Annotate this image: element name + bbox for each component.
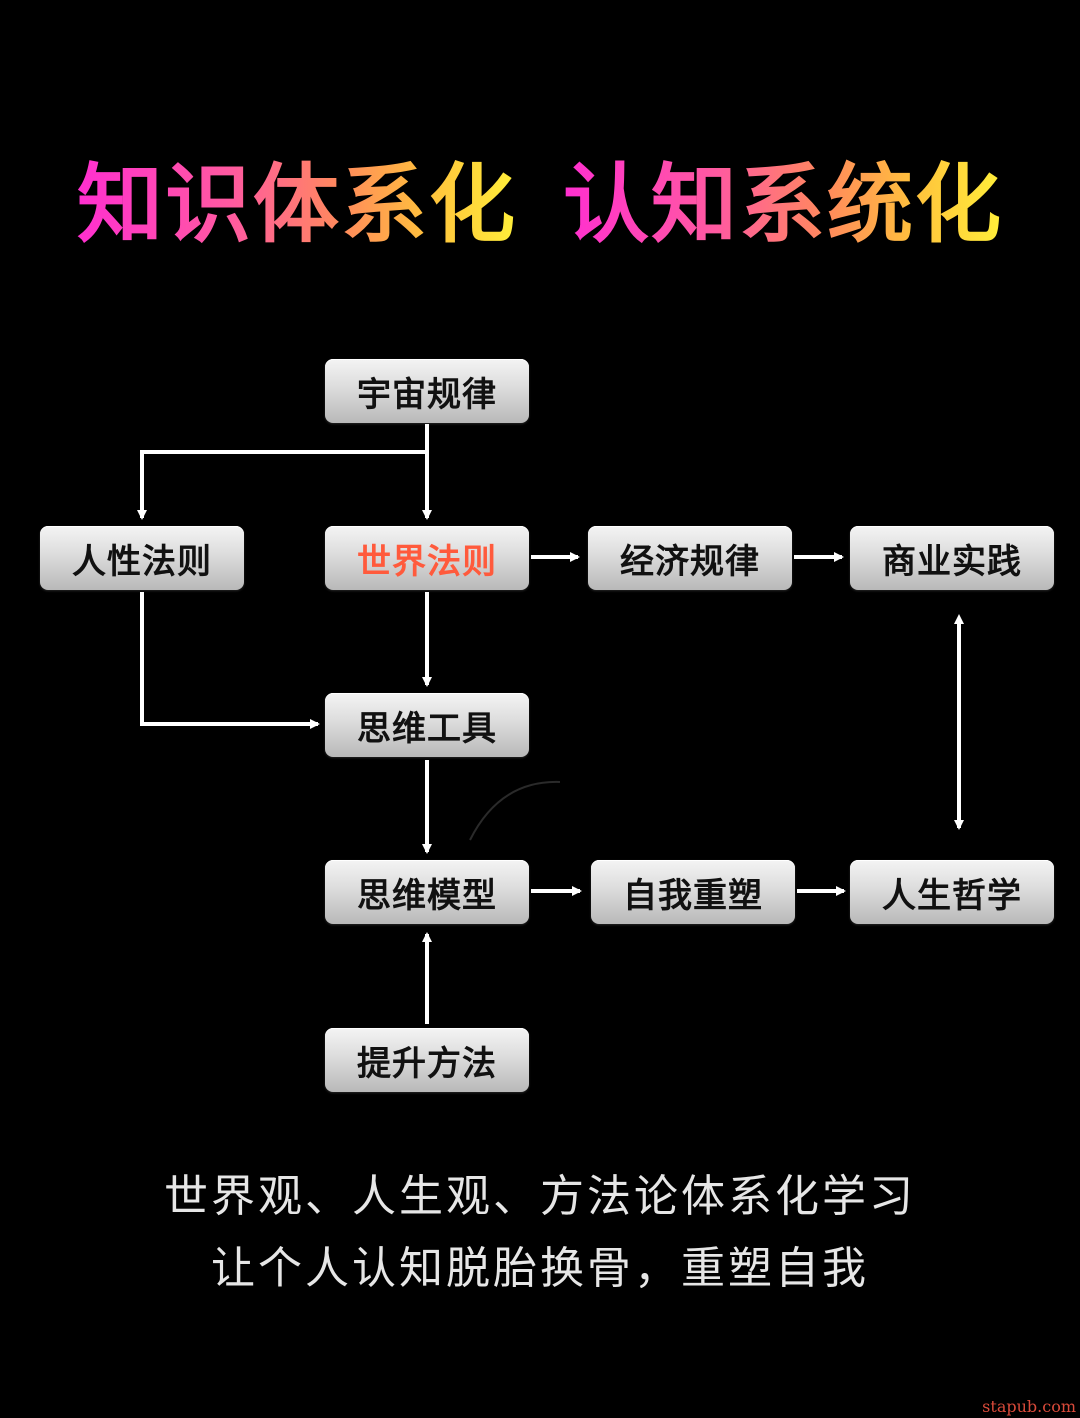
node-human-nature-laws-label: 人性法则 [72,541,212,582]
node-life-philosophy: 人生哲学 [850,860,1054,924]
caption-line-1: 世界观、人生观、方法论体系化学习 [164,1171,916,1222]
faint-arc-decoration [469,780,561,841]
watermark: stapub.com [982,1397,1076,1416]
node-improvement-methods: 提升方法 [325,1028,529,1092]
node-thinking-models-label: 思维模型 [357,875,497,916]
node-thinking-tools-label: 思维工具 [357,708,497,749]
node-economic-laws: 经济规律 [588,526,792,590]
node-world-laws-label: 世界法则 [357,541,497,582]
node-thinking-tools: 思维工具 [325,693,529,757]
node-life-philosophy-label: 人生哲学 [882,875,1022,916]
connector-human-nature-to-thinking-tools [140,592,320,729]
node-business-practice-label: 商业实践 [882,541,1022,582]
node-world-laws: 世界法则 [325,526,529,590]
node-universe-laws-label: 宇宙规律 [357,374,497,415]
connector-universe-to-human-nature [137,424,429,520]
title-part-2: 认知系统化 [563,155,1003,255]
caption-line-2: 让个人认知脱胎换骨，重塑自我 [211,1243,869,1294]
node-improvement-methods-label: 提升方法 [357,1043,497,1084]
node-human-nature-laws: 人性法则 [40,526,244,590]
node-self-reshaping-label: 自我重塑 [623,875,763,916]
node-economic-laws-label: 经济规律 [620,541,760,582]
page-title: 知识体系化认知系统化 [0,150,1080,260]
node-thinking-models: 思维模型 [325,860,529,924]
node-self-reshaping: 自我重塑 [591,860,795,924]
title-part-1: 知识体系化 [77,155,517,255]
node-business-practice: 商业实践 [850,526,1054,590]
node-universe-laws: 宇宙规律 [325,359,529,423]
